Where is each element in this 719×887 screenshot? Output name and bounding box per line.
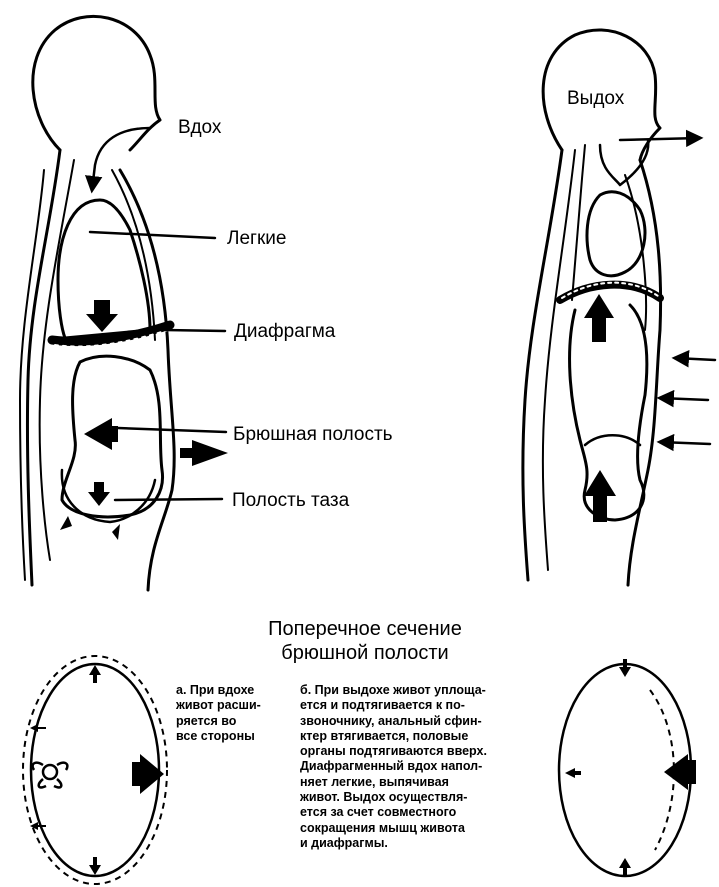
pelvic-outline bbox=[62, 470, 155, 522]
pelvic-cavity-label: Полость таза bbox=[232, 490, 349, 512]
back-outline bbox=[523, 150, 562, 580]
inward-arrow-3 bbox=[660, 442, 710, 444]
section-title: Поперечное сечение брюшной полости bbox=[200, 617, 530, 665]
note-a: а. При вдохе живот расши- ряется во все … bbox=[176, 683, 261, 744]
inhale-label: Вдох bbox=[178, 117, 221, 139]
abdominal-cavity-label: Брюшная полость bbox=[233, 424, 393, 446]
lungs-label: Легкие bbox=[227, 228, 286, 250]
inward-arrow-1 bbox=[675, 358, 715, 360]
diaphragm-label: Диафрагма bbox=[234, 321, 335, 343]
pelvis-up-arrow bbox=[584, 470, 616, 522]
exhale-label: Выдох bbox=[567, 88, 624, 110]
note-b: б. При выдохе живот уплоща- ется и подтя… bbox=[300, 683, 487, 851]
diaphragm-down-arrow bbox=[86, 300, 118, 332]
inward-arrow-2 bbox=[660, 398, 708, 400]
abdomen-up-arrow bbox=[584, 294, 614, 342]
lungs-outline bbox=[587, 192, 645, 276]
pelvis-down-arrow bbox=[88, 482, 110, 506]
spine-symbol bbox=[33, 763, 68, 788]
exhale-figure bbox=[523, 30, 715, 585]
abdomen-left-arrow bbox=[84, 418, 118, 450]
head-outline bbox=[33, 16, 160, 150]
inhale-figure bbox=[20, 16, 226, 590]
abdomen-right-arrow bbox=[180, 440, 228, 466]
exhale-arrow bbox=[620, 138, 700, 140]
